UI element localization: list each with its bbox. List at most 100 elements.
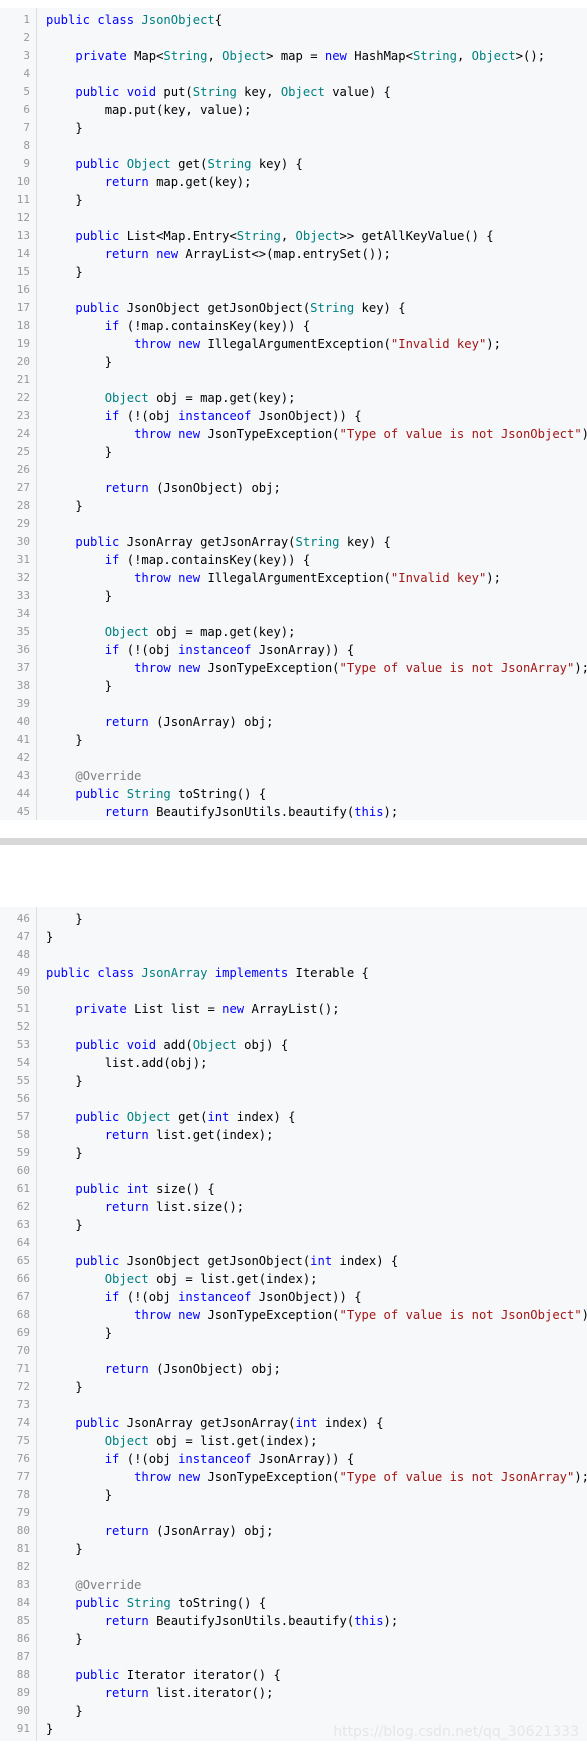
code-line: 33 }	[0, 587, 587, 605]
code-line: 76 if (!(obj instanceof JsonArray)) {	[0, 1450, 587, 1468]
code-token: > map =	[266, 49, 325, 63]
line-number: 89	[16, 1686, 30, 1699]
code-line: 68 throw new JsonTypeException("Type of …	[0, 1306, 587, 1324]
code-token	[46, 247, 105, 261]
code-text: return list.size();	[46, 1198, 244, 1216]
code-token	[119, 1596, 126, 1610]
code-token: );	[582, 427, 587, 441]
code-line: 16	[0, 281, 587, 299]
code-line: 90 }	[0, 1702, 587, 1720]
code-line: 63 }	[0, 1216, 587, 1234]
line-number: 65	[16, 1254, 30, 1267]
code-text: }	[46, 910, 82, 928]
code-token: instanceof	[178, 1452, 252, 1466]
line-number: 38	[16, 679, 30, 692]
code-token	[46, 1452, 105, 1466]
code-token: IllegalArgumentException(	[200, 571, 391, 585]
code-token: get(	[170, 157, 208, 171]
code-text: return (JsonArray) obj;	[46, 713, 274, 731]
code-token: Object	[104, 625, 149, 639]
code-line: 55 }	[0, 1072, 587, 1090]
line-number: 73	[16, 1398, 30, 1411]
code-token: JsonTypeException(	[200, 1308, 340, 1322]
code-token: JsonTypeException(	[200, 661, 340, 675]
code-token: return	[104, 1686, 149, 1700]
code-token	[46, 1290, 105, 1304]
line-number: 46	[16, 912, 30, 925]
code-token	[46, 661, 134, 675]
line-number: 62	[16, 1200, 30, 1213]
line-number: 71	[16, 1362, 30, 1375]
line-number: 1	[23, 13, 30, 26]
line-number: 30	[16, 535, 30, 548]
line-number: 59	[16, 1146, 30, 1159]
code-line: 70	[0, 1342, 587, 1360]
code-token: List<Map.Entry<	[119, 229, 237, 243]
code-token: JsonTypeException(	[200, 1470, 340, 1484]
code-text: public class JsonArray implements Iterab…	[46, 964, 369, 982]
line-number: 53	[16, 1038, 30, 1051]
line-number: 85	[16, 1614, 30, 1627]
watermark-text: https://blog.csdn.net/qq_30621333	[333, 1724, 579, 1740]
code-line: 27 return (JsonObject) obj;	[0, 479, 587, 497]
code-token: Object	[104, 1434, 149, 1448]
code-line: 85 return BeautifyJsonUtils.beautify(thi…	[0, 1612, 587, 1630]
code-token: JsonArray)) {	[251, 643, 355, 657]
code-token	[119, 157, 126, 171]
line-number: 10	[16, 175, 30, 188]
code-token: String	[310, 301, 355, 315]
line-number: 12	[16, 211, 30, 224]
code-line: 47}	[0, 928, 587, 946]
code-text: map.put(key, value);	[46, 101, 252, 119]
code-token	[46, 301, 75, 315]
code-line: 79	[0, 1504, 587, 1522]
code-token	[46, 481, 105, 495]
code-line: 46 }	[0, 910, 587, 928]
code-token	[46, 1308, 134, 1322]
code-token: JsonArray)) {	[251, 1452, 355, 1466]
gutter-divider	[36, 907, 37, 1741]
code-token: add(	[156, 1038, 193, 1052]
code-token: public	[75, 1416, 120, 1430]
code-text: }	[46, 731, 82, 749]
code-text: if (!map.containsKey(key)) {	[46, 551, 310, 569]
code-token: }	[46, 1218, 83, 1232]
code-token: int	[295, 1416, 318, 1430]
code-line: 8	[0, 137, 587, 155]
code-token: JsonObject)) {	[251, 409, 362, 423]
line-number: 8	[23, 139, 30, 152]
code-text: }	[46, 1720, 53, 1738]
code-token	[46, 553, 105, 567]
code-token	[46, 1362, 105, 1376]
code-line: 15 }	[0, 263, 587, 281]
code-token	[46, 391, 105, 405]
code-token: String	[295, 535, 340, 549]
line-number: 76	[16, 1452, 30, 1465]
code-token: "Type of value is not JsonArray"	[339, 1470, 575, 1484]
code-token: new	[324, 49, 347, 63]
code-token: public	[75, 157, 120, 171]
code-token: JsonArray getJsonArray(	[119, 1416, 296, 1430]
code-token: Object	[280, 85, 325, 99]
code-text: public Iterator iterator() {	[46, 1666, 280, 1684]
line-number: 29	[16, 517, 30, 530]
code-line: 82	[0, 1558, 587, 1576]
code-line: 86 }	[0, 1630, 587, 1648]
code-token: instanceof	[178, 409, 252, 423]
code-token: );	[486, 337, 501, 351]
code-token: this	[354, 1614, 384, 1628]
code-line: 14 return new ArrayList<>(map.entrySet()…	[0, 245, 587, 263]
code-token	[46, 1686, 105, 1700]
code-token: }	[46, 589, 113, 603]
line-number: 84	[16, 1596, 30, 1609]
code-line: 51 private List list = new ArrayList();	[0, 1000, 587, 1018]
code-token: ArrayList<>(map.entrySet());	[178, 247, 391, 261]
code-token: throw new	[134, 571, 201, 585]
code-token	[46, 643, 105, 657]
code-text: Object obj = list.get(index);	[46, 1432, 318, 1450]
code-line: 66 Object obj = list.get(index);	[0, 1270, 587, 1288]
code-text: }	[46, 1216, 83, 1234]
code-token: public	[75, 1668, 120, 1682]
code-text: }	[46, 263, 82, 281]
line-number: 66	[16, 1272, 30, 1285]
